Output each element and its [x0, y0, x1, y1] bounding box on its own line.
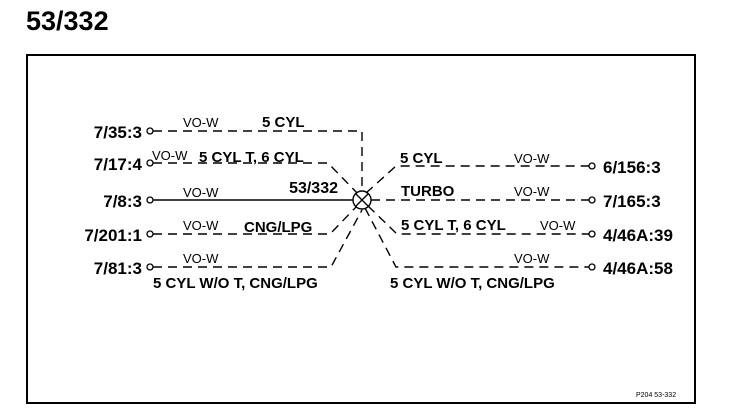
right-terminal: [588, 230, 596, 238]
right-pin-label: 4/46A:39: [603, 226, 673, 245]
left-terminal: [146, 127, 154, 135]
right-wire: [365, 165, 589, 194]
right-pin-label: 4/46A:58: [603, 259, 673, 278]
wire-color-label: VO-W: [540, 218, 576, 233]
option-tag: TURBO: [401, 183, 455, 200]
left-pin-label: 7/17:4: [94, 155, 143, 174]
wire-color-label: VO-W: [514, 251, 550, 266]
left-pin-label: 7/201:1: [84, 226, 142, 245]
page-title: 53/332: [26, 6, 109, 36]
left-terminal: [146, 196, 154, 204]
diagram-frame: [26, 54, 696, 404]
wire-color-label: VO-W: [514, 184, 550, 199]
option-tag: 5 CYL T, 6 CYL: [199, 149, 304, 166]
left-wire: [153, 130, 363, 190]
left-terminal: [146, 230, 154, 238]
left-pin-label: 7/81:3: [94, 259, 142, 278]
wire-color-label: VO-W: [183, 115, 219, 130]
option-tag: 5 CYL: [400, 150, 443, 167]
right-terminal: [588, 196, 596, 204]
left-pin-label: 7/8:3: [103, 192, 142, 211]
splice-label: 53/332: [289, 180, 338, 197]
wire-color-label: VO-W: [183, 185, 219, 200]
option-tag: 5 CYL W/O T, CNG/LPG: [390, 275, 555, 292]
option-tag: CNG/LPG: [244, 219, 312, 236]
left-pin-label: 7/35:3: [94, 123, 142, 142]
right-wire: [367, 205, 589, 235]
option-tag: 5 CYL T, 6 CYL: [401, 217, 506, 234]
left-terminal: [146, 263, 154, 271]
wire-color-label: VO-W: [152, 148, 188, 163]
option-tag: 5 CYL W/O T, CNG/LPG: [153, 275, 318, 292]
right-terminal: [588, 162, 596, 170]
drawing-reference: P204 53-332: [636, 392, 676, 399]
option-tag: 5 CYL: [262, 114, 305, 131]
right-wire: [364, 207, 589, 268]
right-terminal: [588, 263, 596, 271]
wire-color-label: VO-W: [183, 218, 219, 233]
right-pin-label: 6/156:3: [603, 158, 661, 177]
left-wire: [153, 204, 359, 235]
right-pin-label: 7/165:3: [603, 192, 661, 211]
wire-color-label: VO-W: [183, 251, 219, 266]
wire-color-label: VO-W: [514, 151, 550, 166]
